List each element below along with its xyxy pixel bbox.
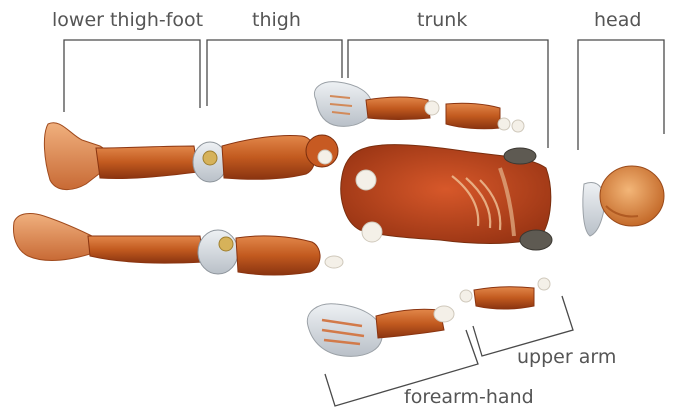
hand-bottom-shape [307,304,382,357]
bracket-lower-thigh-foot [64,40,200,112]
lower-leg-bottom-shape [88,236,204,263]
upper-arm-bottom-shape [474,287,534,309]
arm-bottom-model [307,304,454,357]
trunk-model [341,145,552,250]
head-model [583,166,664,236]
foot-bottom-shape [14,214,96,261]
knee-joint-bottom [198,230,238,274]
upper-arm-top-shape [446,103,500,129]
hand-top-shape [314,82,372,127]
arm-top-model [314,82,524,132]
thigh-bottom-shape [236,236,320,275]
lower-leg-top-shape [96,146,198,179]
upper-arm-bottom-model [460,278,550,309]
thigh-top-shape [222,135,315,179]
forearm-top-shape [366,97,430,120]
bracket-head [578,40,664,150]
leg-bottom-model [14,214,343,275]
leg-top-model [44,123,338,190]
